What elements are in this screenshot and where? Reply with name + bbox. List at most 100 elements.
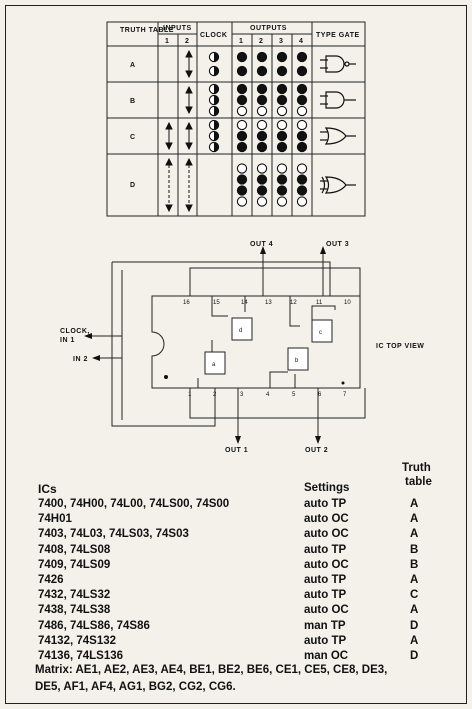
ic-row-ics: 7409, 74LS09 [38, 558, 111, 571]
label-clock-in-1: IN 1 [60, 337, 75, 344]
label-out3: OUT 3 [326, 241, 349, 248]
output-state-dot [276, 105, 288, 117]
output-state-dot [296, 196, 308, 207]
output-state-dot [236, 65, 248, 77]
pin-number-bottom: 3 [240, 392, 244, 398]
output-state-dot [256, 163, 268, 174]
output-state-dot [236, 163, 248, 174]
pin-number-top: 12 [290, 300, 297, 306]
clock-half-fill [214, 52, 219, 62]
ic-row-settings: man OC [304, 650, 349, 662]
pin-number-top: 11 [316, 300, 323, 306]
row-label-b: B [130, 98, 136, 105]
pin-number-top: 15 [213, 300, 220, 306]
header-input-1: 1 [165, 38, 169, 45]
label-out1: OUT 1 [225, 447, 248, 454]
pin-number-bottom: 5 [292, 392, 296, 398]
output-state-dot [256, 141, 268, 153]
matrix-note: Matrix: AE1, AE2, AE3, AE4, BE1, BE2, BE… [35, 662, 455, 696]
ic-row-table: B [410, 543, 419, 556]
output-state-dot [236, 130, 248, 142]
row-label-d: D [130, 182, 136, 189]
ic-row-table: A [410, 604, 419, 617]
header-truth-table: TRUTH TABLE [120, 27, 174, 34]
output-state-dot [276, 196, 288, 207]
output-state-dot [236, 51, 248, 63]
ic-row-settings: auto OC [304, 528, 349, 541]
gate-symbol-xor-icon [320, 176, 356, 194]
output-state-dot [256, 51, 268, 63]
clock-half-fill [214, 84, 219, 94]
row-label-c: C [130, 134, 136, 141]
clock-half-fill [214, 120, 219, 130]
output-state-dot [276, 163, 288, 174]
diagram-canvas: TRUTH TABLE INPUTS 1 2 CLOCK OUTPUTS 1 2… [60, 21, 424, 454]
clock-half-fill [214, 142, 219, 152]
col-header-truth-table: table [405, 476, 432, 488]
ic-row-table: A [410, 528, 419, 541]
label-ic-top-view: IC TOP VIEW [376, 343, 424, 350]
gate-symbol-or-icon [320, 127, 356, 145]
pin-number-top: 10 [344, 300, 351, 306]
output-state-dot [256, 65, 268, 77]
header-clock: CLOCK [200, 32, 227, 39]
ic-row-ics: 7438, 74LS38 [38, 604, 111, 617]
output-state-dot [296, 130, 308, 142]
output-state-dot [236, 196, 248, 207]
pin1-marker [164, 375, 168, 379]
output-state-dot [296, 65, 308, 77]
clock-half-fill [214, 131, 219, 141]
output-state-dot [236, 105, 248, 117]
output-state-dot [276, 141, 288, 153]
gate-symbol-nand-icon [320, 55, 356, 73]
ic-row-settings: auto TP [304, 589, 347, 602]
row-label-a: A [130, 62, 136, 69]
ic-row-ics: 7408, 74LS08 [38, 543, 111, 556]
label-out4: OUT 4 [250, 241, 273, 248]
output-state-dot [276, 51, 288, 63]
ic-body [151, 295, 361, 389]
ic-row-ics: 7400, 74H00, 74L00, 74LS00, 74S00 [38, 498, 230, 510]
output-state-dot [296, 94, 308, 106]
ic-row-table: A [410, 498, 419, 510]
output-state-dot [296, 185, 308, 196]
gate-a-box [204, 351, 226, 375]
clock-half-fill [214, 66, 219, 76]
col-header-ics: ICs [38, 482, 57, 496]
ic-row-table: D [410, 650, 419, 662]
output-state-dot [256, 83, 268, 95]
header-output-3: 3 [279, 38, 283, 45]
header-output-4: 4 [299, 38, 303, 45]
input-pulse-symbols [165, 49, 193, 213]
output-state-dot [296, 141, 308, 153]
pin-number-top: 13 [265, 300, 272, 306]
output-state-dot [276, 94, 288, 106]
gate-d-box [231, 317, 253, 341]
gate-label-c: c [319, 330, 322, 336]
label-clock-in: CLOCK, [60, 328, 90, 335]
ic-row-settings: auto OC [304, 558, 349, 571]
output-state-dot [236, 94, 248, 106]
output-state-dot [256, 185, 268, 196]
output-state-dot [276, 174, 288, 185]
ic-row-settings: auto TP [304, 498, 347, 510]
ic-row-ics: 7426 [38, 574, 64, 586]
header-type-gate: TYPE GATE [316, 32, 360, 39]
output-state-dot [236, 141, 248, 153]
gate-label-d: d [239, 328, 242, 334]
pin-number-top: 16 [183, 300, 190, 306]
output-state-dot [296, 105, 308, 117]
clock-half-fill [214, 106, 219, 116]
output-state-dot [296, 119, 308, 131]
pin-number-bottom: 7 [343, 392, 347, 398]
gate-b-box [287, 347, 309, 371]
output-state-dot [296, 83, 308, 95]
ic-row-table: C [410, 589, 419, 602]
gate-label-a: a [212, 362, 216, 368]
pin-number-top: 14 [241, 300, 248, 306]
output-state-dot [256, 130, 268, 142]
output-state-dot [276, 65, 288, 77]
ic-row-settings: auto TP [304, 574, 347, 586]
truth-table: TRUTH TABLE INPUTS 1 2 CLOCK OUTPUTS 1 2… [106, 21, 366, 217]
